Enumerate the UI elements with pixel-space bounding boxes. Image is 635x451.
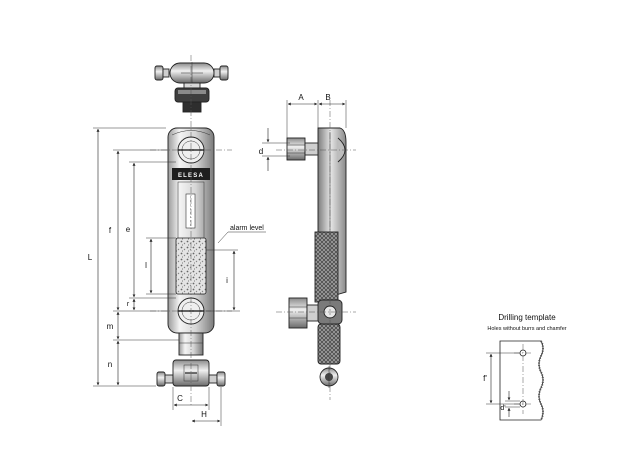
side-bottom-nut: [288, 297, 308, 329]
dim-A: A: [298, 93, 304, 102]
dim-d: d: [259, 147, 263, 156]
dim-e: e: [126, 225, 131, 234]
dim-l: l: [145, 261, 147, 270]
dim-n: n: [108, 360, 112, 369]
dim-d-prime: d': [500, 405, 505, 412]
front-view: ELESA: [150, 55, 232, 405]
dim-m: m: [107, 322, 114, 331]
dim-L: L: [88, 253, 93, 262]
side-dimensions: A B d: [259, 93, 347, 171]
side-top-nut: [286, 137, 306, 161]
top-mounting-screw: [154, 62, 229, 113]
alarm-level-label: alarm level: [230, 225, 264, 232]
bottom-mounting-screw: [156, 359, 226, 387]
brand-text: ELESA: [178, 173, 204, 179]
dim-f-prime: f': [483, 374, 487, 383]
dim-f: f: [109, 226, 112, 235]
dim-r: r: [127, 301, 130, 308]
dim-B: B: [325, 93, 330, 102]
drilling-template-title: Drilling template: [498, 313, 556, 322]
side-view: [276, 100, 356, 400]
side-knurl-lower: [317, 323, 341, 365]
dim-C: C: [177, 394, 183, 403]
dim-i: i: [226, 276, 228, 285]
side-knurl-upper: [314, 231, 339, 303]
drilling-template-note: Holes without burrs and chamfer: [487, 326, 566, 332]
dim-H: H: [201, 410, 207, 419]
drilling-template: Drilling template Holes without burrs an…: [483, 313, 567, 421]
front-dimensions: L f e r l alarm level i m n: [88, 127, 266, 426]
